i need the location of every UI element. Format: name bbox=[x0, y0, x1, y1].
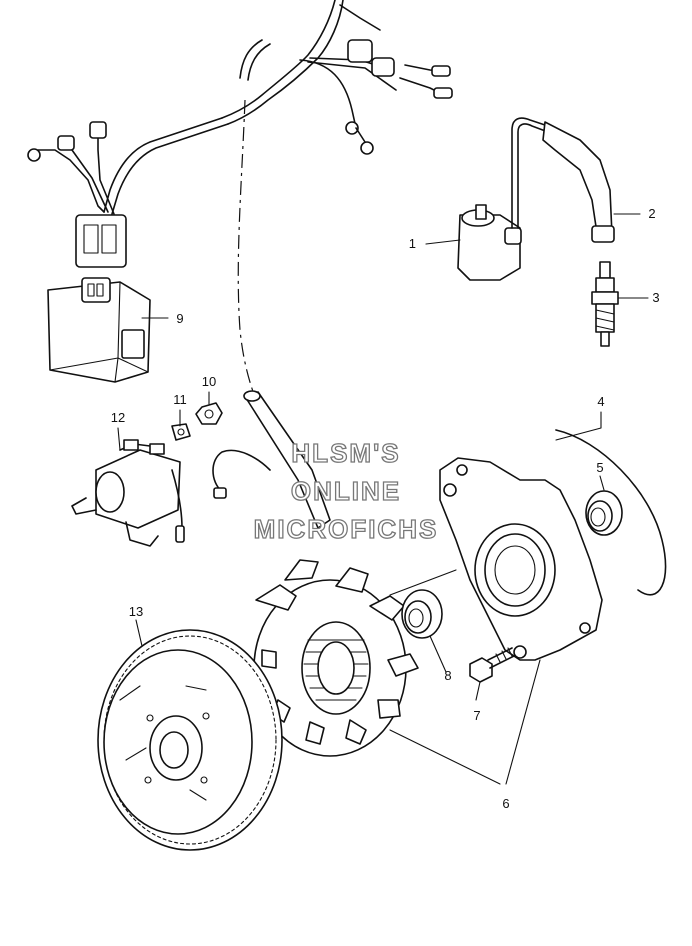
callout-6: 6 bbox=[502, 796, 509, 811]
callout-12: 12 bbox=[111, 410, 125, 425]
watermark: HLSM'S ONLINE MICROFICHS bbox=[253, 437, 439, 544]
watermark-line-3: MICROFICHS bbox=[254, 514, 439, 544]
callout-3: 3 bbox=[652, 290, 659, 305]
cdi-unit bbox=[47, 277, 151, 383]
bolt bbox=[469, 647, 515, 683]
watermark-line-1: HLSM'S bbox=[291, 438, 400, 468]
spark-plug bbox=[591, 261, 619, 347]
stator-plate bbox=[439, 457, 603, 661]
stator-lead bbox=[243, 390, 331, 529]
callout-8: 8 bbox=[444, 668, 451, 683]
flywheel bbox=[97, 629, 283, 851]
callout-1: 1 bbox=[409, 236, 416, 251]
oil-seal-upper bbox=[585, 490, 623, 536]
callout-4: 4 bbox=[597, 394, 604, 409]
sensor-wire bbox=[212, 449, 271, 499]
callout-7: 7 bbox=[473, 708, 480, 723]
wiring-harness bbox=[27, 0, 453, 461]
callout-11: 11 bbox=[173, 392, 187, 407]
leader-lines bbox=[117, 213, 649, 785]
callouts: 1 2 3 4 5 6 7 8 9 10 11 12 13 bbox=[111, 206, 660, 811]
callout-2: 2 bbox=[648, 206, 655, 221]
ignition-coil bbox=[457, 117, 549, 281]
stator-coil bbox=[253, 559, 419, 757]
callout-9: 9 bbox=[176, 311, 183, 326]
oil-seal-lower bbox=[401, 589, 443, 639]
spark-plug-cap bbox=[542, 121, 615, 243]
nut bbox=[195, 402, 223, 425]
o-ring bbox=[555, 429, 667, 596]
callout-10: 10 bbox=[202, 374, 216, 389]
callout-5: 5 bbox=[596, 460, 603, 475]
washer bbox=[171, 423, 191, 441]
starter-relay bbox=[71, 439, 185, 547]
callout-13: 13 bbox=[129, 604, 143, 619]
watermark-line-2: ONLINE bbox=[291, 476, 401, 506]
